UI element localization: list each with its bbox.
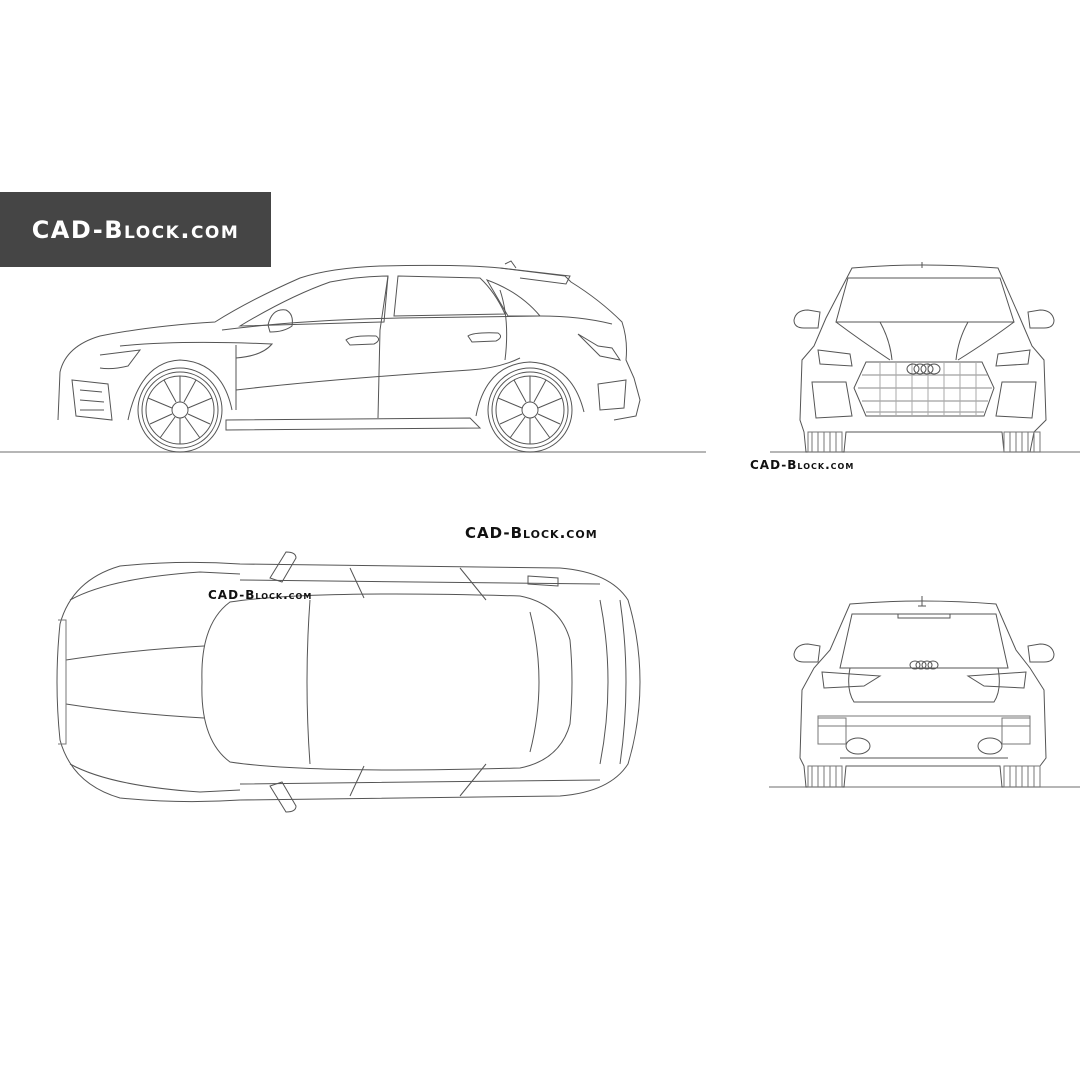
ground-lines — [0, 452, 1080, 787]
brand-banner-text: CAD-Block.com — [31, 215, 240, 244]
rear-wheel — [488, 368, 572, 452]
top-view — [57, 552, 640, 812]
four-rings-badge-rear — [910, 661, 938, 669]
watermark-top-right: CAD-Block.com — [465, 524, 598, 542]
rear-view — [794, 596, 1054, 787]
watermark-top-view: CAD-Block.com — [208, 588, 313, 602]
four-rings-badge — [907, 364, 940, 374]
honeycomb-grille — [854, 362, 994, 416]
brand-banner: CAD-Block.com — [0, 192, 271, 267]
side-view — [58, 261, 640, 452]
front-wheel — [138, 368, 222, 452]
front-view — [794, 262, 1054, 452]
watermark-front-view: CAD-Block.com — [750, 458, 855, 472]
